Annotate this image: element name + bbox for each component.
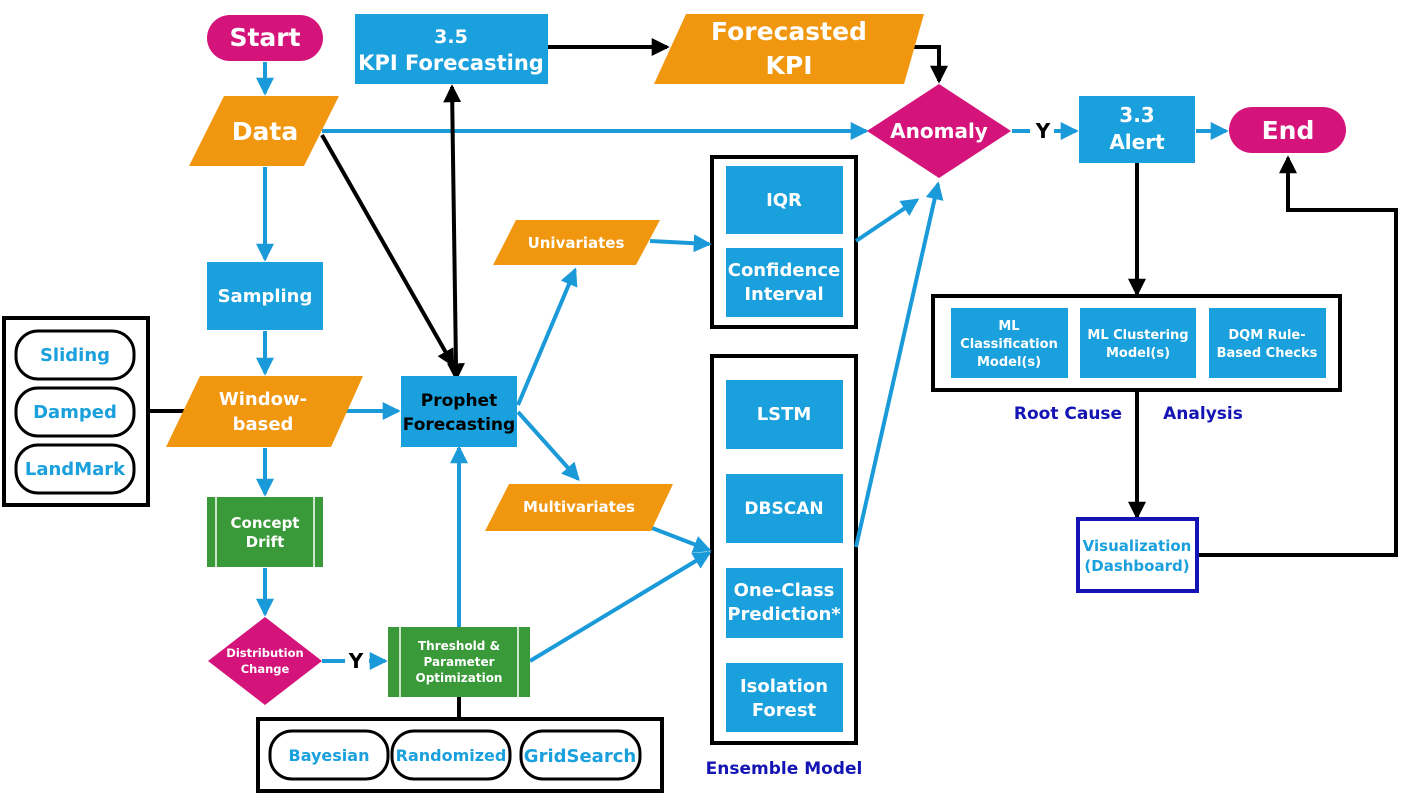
forecasted-kpi-label-line1: Forecasted bbox=[711, 17, 867, 46]
distribution-change-label-line1: Distribution bbox=[226, 646, 303, 660]
forecasted-kpi-label-line2: KPI bbox=[766, 51, 813, 80]
multivariates-label: Multivariates bbox=[523, 498, 635, 516]
dqm-rules-label-line2: Based Checks bbox=[1217, 346, 1318, 361]
concept-drift-process: Concept Drift bbox=[207, 497, 323, 567]
threshold-optimization-process: Threshold & Parameter Optimization bbox=[388, 627, 530, 697]
prophet-forecasting-label-line2: Forecasting bbox=[403, 415, 515, 435]
iqr-label: IQR bbox=[766, 190, 802, 211]
lstm-label: LSTM bbox=[757, 404, 812, 425]
anomaly-label: Anomaly bbox=[890, 119, 988, 143]
arrow-methods-to-anomaly bbox=[854, 198, 920, 243]
optimizer-gridsearch-label: GridSearch bbox=[524, 746, 636, 767]
ml-clustering-model: ML Clustering Model(s) bbox=[1080, 308, 1196, 378]
anomaly-yes-label: Y bbox=[1035, 119, 1051, 143]
confidence-interval-method: Confidence Interval bbox=[726, 248, 843, 317]
optimizer-randomized-label: Randomized bbox=[396, 746, 507, 765]
window-based-data: Window- based bbox=[166, 376, 363, 447]
window-based-label-line2: based bbox=[233, 414, 294, 435]
one-class-label-line1: One-Class bbox=[734, 580, 835, 601]
window-based-label-line1: Window- bbox=[219, 389, 307, 410]
arrow-data-to-prophet bbox=[320, 134, 455, 368]
prophet-forecasting-process: Prophet Forecasting bbox=[401, 376, 517, 447]
alert-section-label: 3.3 bbox=[1119, 103, 1154, 127]
visualization-label-line1: Visualization bbox=[1083, 537, 1192, 555]
multivariates-data: Multivariates bbox=[485, 484, 673, 531]
visualization-label-line2: (Dashboard) bbox=[1084, 557, 1189, 575]
kpi-forecasting-section-label: 3.5 bbox=[434, 26, 468, 48]
confidence-interval-label-line1: Confidence bbox=[728, 260, 841, 281]
arrow-visualization-to-end bbox=[1197, 155, 1398, 557]
sampling-process: Sampling bbox=[207, 262, 323, 330]
end-label: End bbox=[1262, 116, 1315, 145]
lstm-model: LSTM bbox=[726, 380, 843, 449]
ml-classification-label-line3: Model(s) bbox=[977, 355, 1041, 370]
data-label: Data bbox=[232, 117, 298, 146]
alert-label: Alert bbox=[1109, 130, 1165, 154]
distribution-change-label-line2: Change bbox=[241, 662, 290, 676]
concept-drift-label-line2: Drift bbox=[246, 533, 285, 551]
iqr-method: IQR bbox=[726, 166, 843, 234]
ml-classification-model: ML Classification Model(s) bbox=[951, 308, 1068, 378]
distribution-change-decision: Distribution Change bbox=[208, 617, 322, 705]
forecasted-kpi-data: Forecasted KPI bbox=[654, 14, 924, 84]
start-label: Start bbox=[229, 23, 300, 52]
univariates-data: Univariates bbox=[493, 220, 660, 265]
arrow-univariates-to-methods bbox=[649, 234, 712, 253]
data-input: Data bbox=[189, 96, 339, 166]
start-terminal: Start bbox=[207, 15, 323, 61]
isolation-forest-label-line1: Isolation bbox=[740, 676, 828, 697]
ml-clustering-label-line2: Model(s) bbox=[1106, 346, 1170, 361]
kpi-forecasting-process: 3.5 KPI Forecasting bbox=[355, 14, 548, 84]
isolation-forest-model: Isolation Forest bbox=[726, 663, 843, 732]
threshold-label-line2: Parameter bbox=[423, 655, 494, 669]
window-type-damped: Damped bbox=[14, 386, 136, 438]
arrow-ensemble-to-anomaly bbox=[854, 181, 944, 548]
confidence-interval-label-line2: Interval bbox=[744, 284, 823, 305]
ml-classification-label-line1: ML bbox=[998, 319, 1019, 334]
univariates-label: Univariates bbox=[528, 234, 625, 252]
dqm-rules-label-line1: DQM Rule- bbox=[1228, 328, 1305, 343]
kpi-forecasting-label: KPI Forecasting bbox=[358, 51, 544, 75]
visualization-dashboard: Visualization (Dashboard) bbox=[1076, 517, 1199, 593]
dbscan-label: DBSCAN bbox=[744, 499, 823, 519]
one-class-label-line2: Prediction* bbox=[727, 604, 841, 625]
sampling-label: Sampling bbox=[218, 286, 313, 307]
distribution-yes-label: Y bbox=[348, 649, 364, 673]
dqm-rules-model: DQM Rule- Based Checks bbox=[1209, 308, 1326, 378]
ensemble-model-caption: Ensemble Model bbox=[706, 759, 863, 779]
optimizer-bayesian-label: Bayesian bbox=[289, 746, 370, 765]
alert-process: 3.3 Alert bbox=[1079, 96, 1195, 163]
dbscan-model: DBSCAN bbox=[726, 474, 843, 543]
window-type-landmark-label: LandMark bbox=[25, 459, 126, 480]
ml-clustering-label-line1: ML Clustering bbox=[1087, 328, 1188, 343]
prophet-forecasting-label-line1: Prophet bbox=[421, 391, 497, 411]
window-type-landmark: LandMark bbox=[14, 443, 136, 495]
ml-classification-label-line2: Classification bbox=[960, 337, 1058, 352]
arrow-threshold-to-ensemble bbox=[528, 551, 712, 663]
isolation-forest-label-line2: Forest bbox=[752, 700, 817, 721]
arrow-multivariates-to-ensemble bbox=[651, 526, 712, 553]
concept-drift-label-line1: Concept bbox=[231, 514, 300, 532]
optimizer-bayesian: Bayesian bbox=[268, 729, 390, 781]
threshold-label-line1: Threshold & bbox=[418, 639, 500, 653]
window-type-sliding-label: Sliding bbox=[40, 345, 110, 366]
threshold-label-line3: Optimization bbox=[416, 671, 503, 685]
optimizer-gridsearch: GridSearch bbox=[519, 729, 642, 781]
arrow-prophet-to-univariates bbox=[516, 267, 578, 406]
window-type-damped-label: Damped bbox=[33, 402, 117, 423]
window-type-sliding: Sliding bbox=[14, 329, 136, 381]
end-terminal: End bbox=[1229, 107, 1346, 153]
root-cause-caption: Root Cause bbox=[1014, 404, 1122, 424]
optimizer-randomized: Randomized bbox=[390, 729, 512, 781]
arrow-prophet-to-multivariates bbox=[516, 410, 580, 482]
arrow-prophet-kpi-bidirectional bbox=[443, 84, 465, 382]
anomaly-decision: Anomaly bbox=[867, 84, 1011, 178]
one-class-model: One-Class Prediction* bbox=[726, 568, 843, 638]
analysis-caption: Analysis bbox=[1163, 404, 1243, 424]
